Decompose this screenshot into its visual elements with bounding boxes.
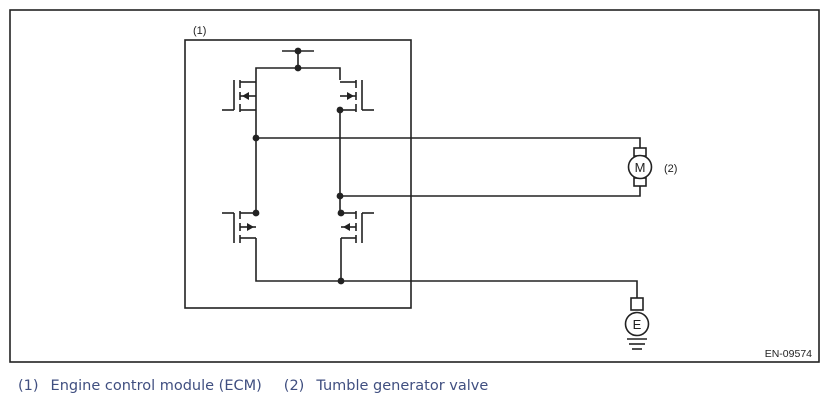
legend-num-1: (1)	[18, 378, 39, 394]
junction-left-output	[252, 134, 260, 142]
legend-text-2: Tumble generator valve	[316, 378, 489, 394]
arrow-q3	[247, 223, 254, 231]
legend: (1) Engine control module (ECM) (2) Tumble …	[18, 378, 488, 398]
ecm-box	[184, 39, 412, 309]
wire-to-motor-bottom	[340, 186, 641, 197]
wire-to-motor-top	[256, 137, 641, 148]
circuit-diagram: (1)	[9, 9, 820, 363]
motor-marker: (2)	[664, 163, 677, 175]
ground-icon	[624, 311, 650, 337]
figure-code: EN-09574	[765, 348, 812, 360]
legend-num-2: (2)	[283, 378, 305, 394]
junction-q3-drain	[252, 209, 260, 217]
wire-to-ground	[341, 280, 638, 298]
junction-q2-source	[336, 106, 344, 114]
wire-left-bottom	[255, 238, 341, 282]
arrow-q2	[347, 92, 354, 100]
ground-symbol: E	[633, 317, 642, 332]
arrow-q4	[343, 223, 350, 231]
junction-q4-drain	[337, 209, 345, 217]
earth-icon	[627, 338, 647, 350]
junction-supply-rail	[294, 64, 302, 72]
junction-supply-top	[294, 47, 302, 55]
ecm-marker: (1)	[193, 25, 206, 37]
motor-icon	[627, 154, 653, 180]
motor-symbol: M	[635, 160, 646, 175]
junction-ground	[337, 277, 345, 285]
transistor-q1	[222, 80, 256, 112]
ground-terminal	[630, 297, 644, 311]
diagram-frame	[9, 9, 820, 363]
junction-right-output	[336, 192, 344, 200]
arrow-q1	[242, 92, 249, 100]
legend-text-1: Engine control module (ECM)	[50, 378, 262, 394]
transistor-q2	[340, 80, 374, 112]
